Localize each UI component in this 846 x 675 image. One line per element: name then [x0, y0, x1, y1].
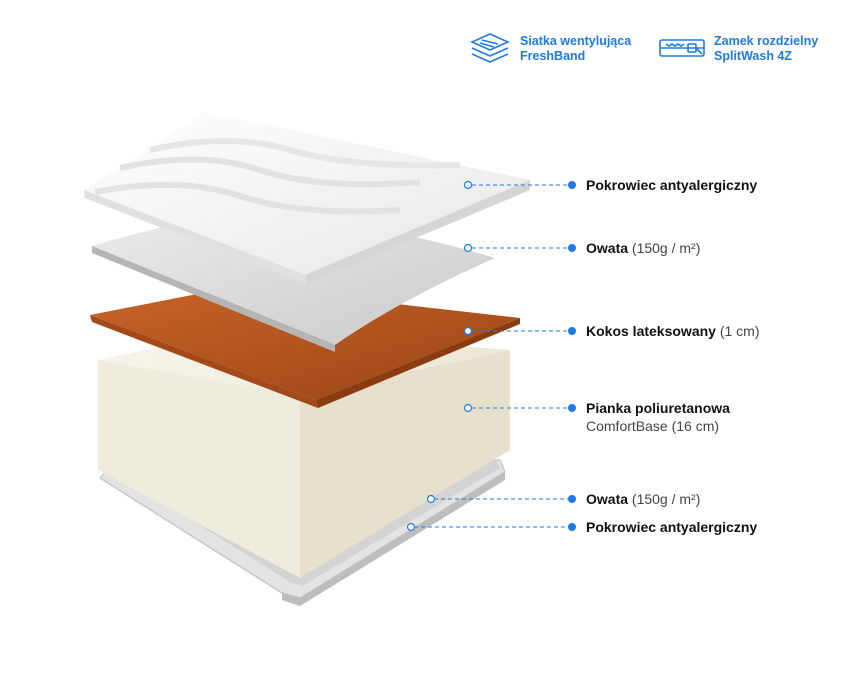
coconut-layer — [90, 286, 520, 408]
feature-zipper-line2: SplitWash 4Z — [714, 49, 793, 63]
layer-label-coconut: Kokos lateksowany (1 cm) — [568, 322, 760, 340]
layer-detail: (1 cm) — [719, 323, 760, 339]
layer-detail: (150g / m²) — [631, 491, 701, 507]
ventilation-mesh-icon — [470, 33, 510, 63]
feature-zipper: Zamek rozdzielny SplitWash 4Z — [658, 34, 818, 64]
bullet-icon — [568, 404, 576, 412]
feature-ventilation: Siatka wentylująca FreshBand — [468, 30, 631, 68]
zipper-icon — [659, 39, 705, 57]
layer-label-upper-wadding: Owata (150g / m²) — [568, 239, 700, 257]
layer-name: Pokrowiec antyalergiczny — [586, 519, 758, 535]
layer-label-top-cover: Pokrowiec antyalergiczny — [568, 176, 757, 194]
layer-detail: (150g / m²) — [631, 240, 701, 256]
bullet-icon — [568, 495, 576, 503]
feature-ventilation-line2: FreshBand — [520, 49, 586, 63]
layer-label-bottom-wadding: Owata (150g / m²) — [568, 490, 700, 508]
feature-zipper-line1: Zamek rozdzielny — [714, 34, 819, 48]
bullet-icon — [568, 181, 576, 189]
layer-name: Kokos lateksowany — [586, 323, 716, 339]
bullet-icon — [568, 244, 576, 252]
leader-lines — [414, 184, 570, 528]
layer-subtitle: ComfortBase (16 cm) — [586, 418, 720, 434]
layer-label-foam: Pianka poliuretanowa ComfortBase (16 cm) — [568, 399, 730, 435]
layer-name: Owata — [586, 240, 629, 256]
layer-name: Pokrowiec antyalergiczny — [586, 177, 758, 193]
layer-name: Owata — [586, 491, 629, 507]
top-cover-layer — [84, 112, 530, 284]
feature-ventilation-line1: Siatka wentylująca — [520, 34, 632, 48]
layer-label-bottom-cover: Pokrowiec antyalergiczny — [568, 518, 757, 536]
layer-name: Pianka poliuretanowa — [586, 400, 730, 416]
leader-anchors — [406, 180, 473, 532]
bullet-icon — [568, 327, 576, 335]
bullet-icon — [568, 523, 576, 531]
